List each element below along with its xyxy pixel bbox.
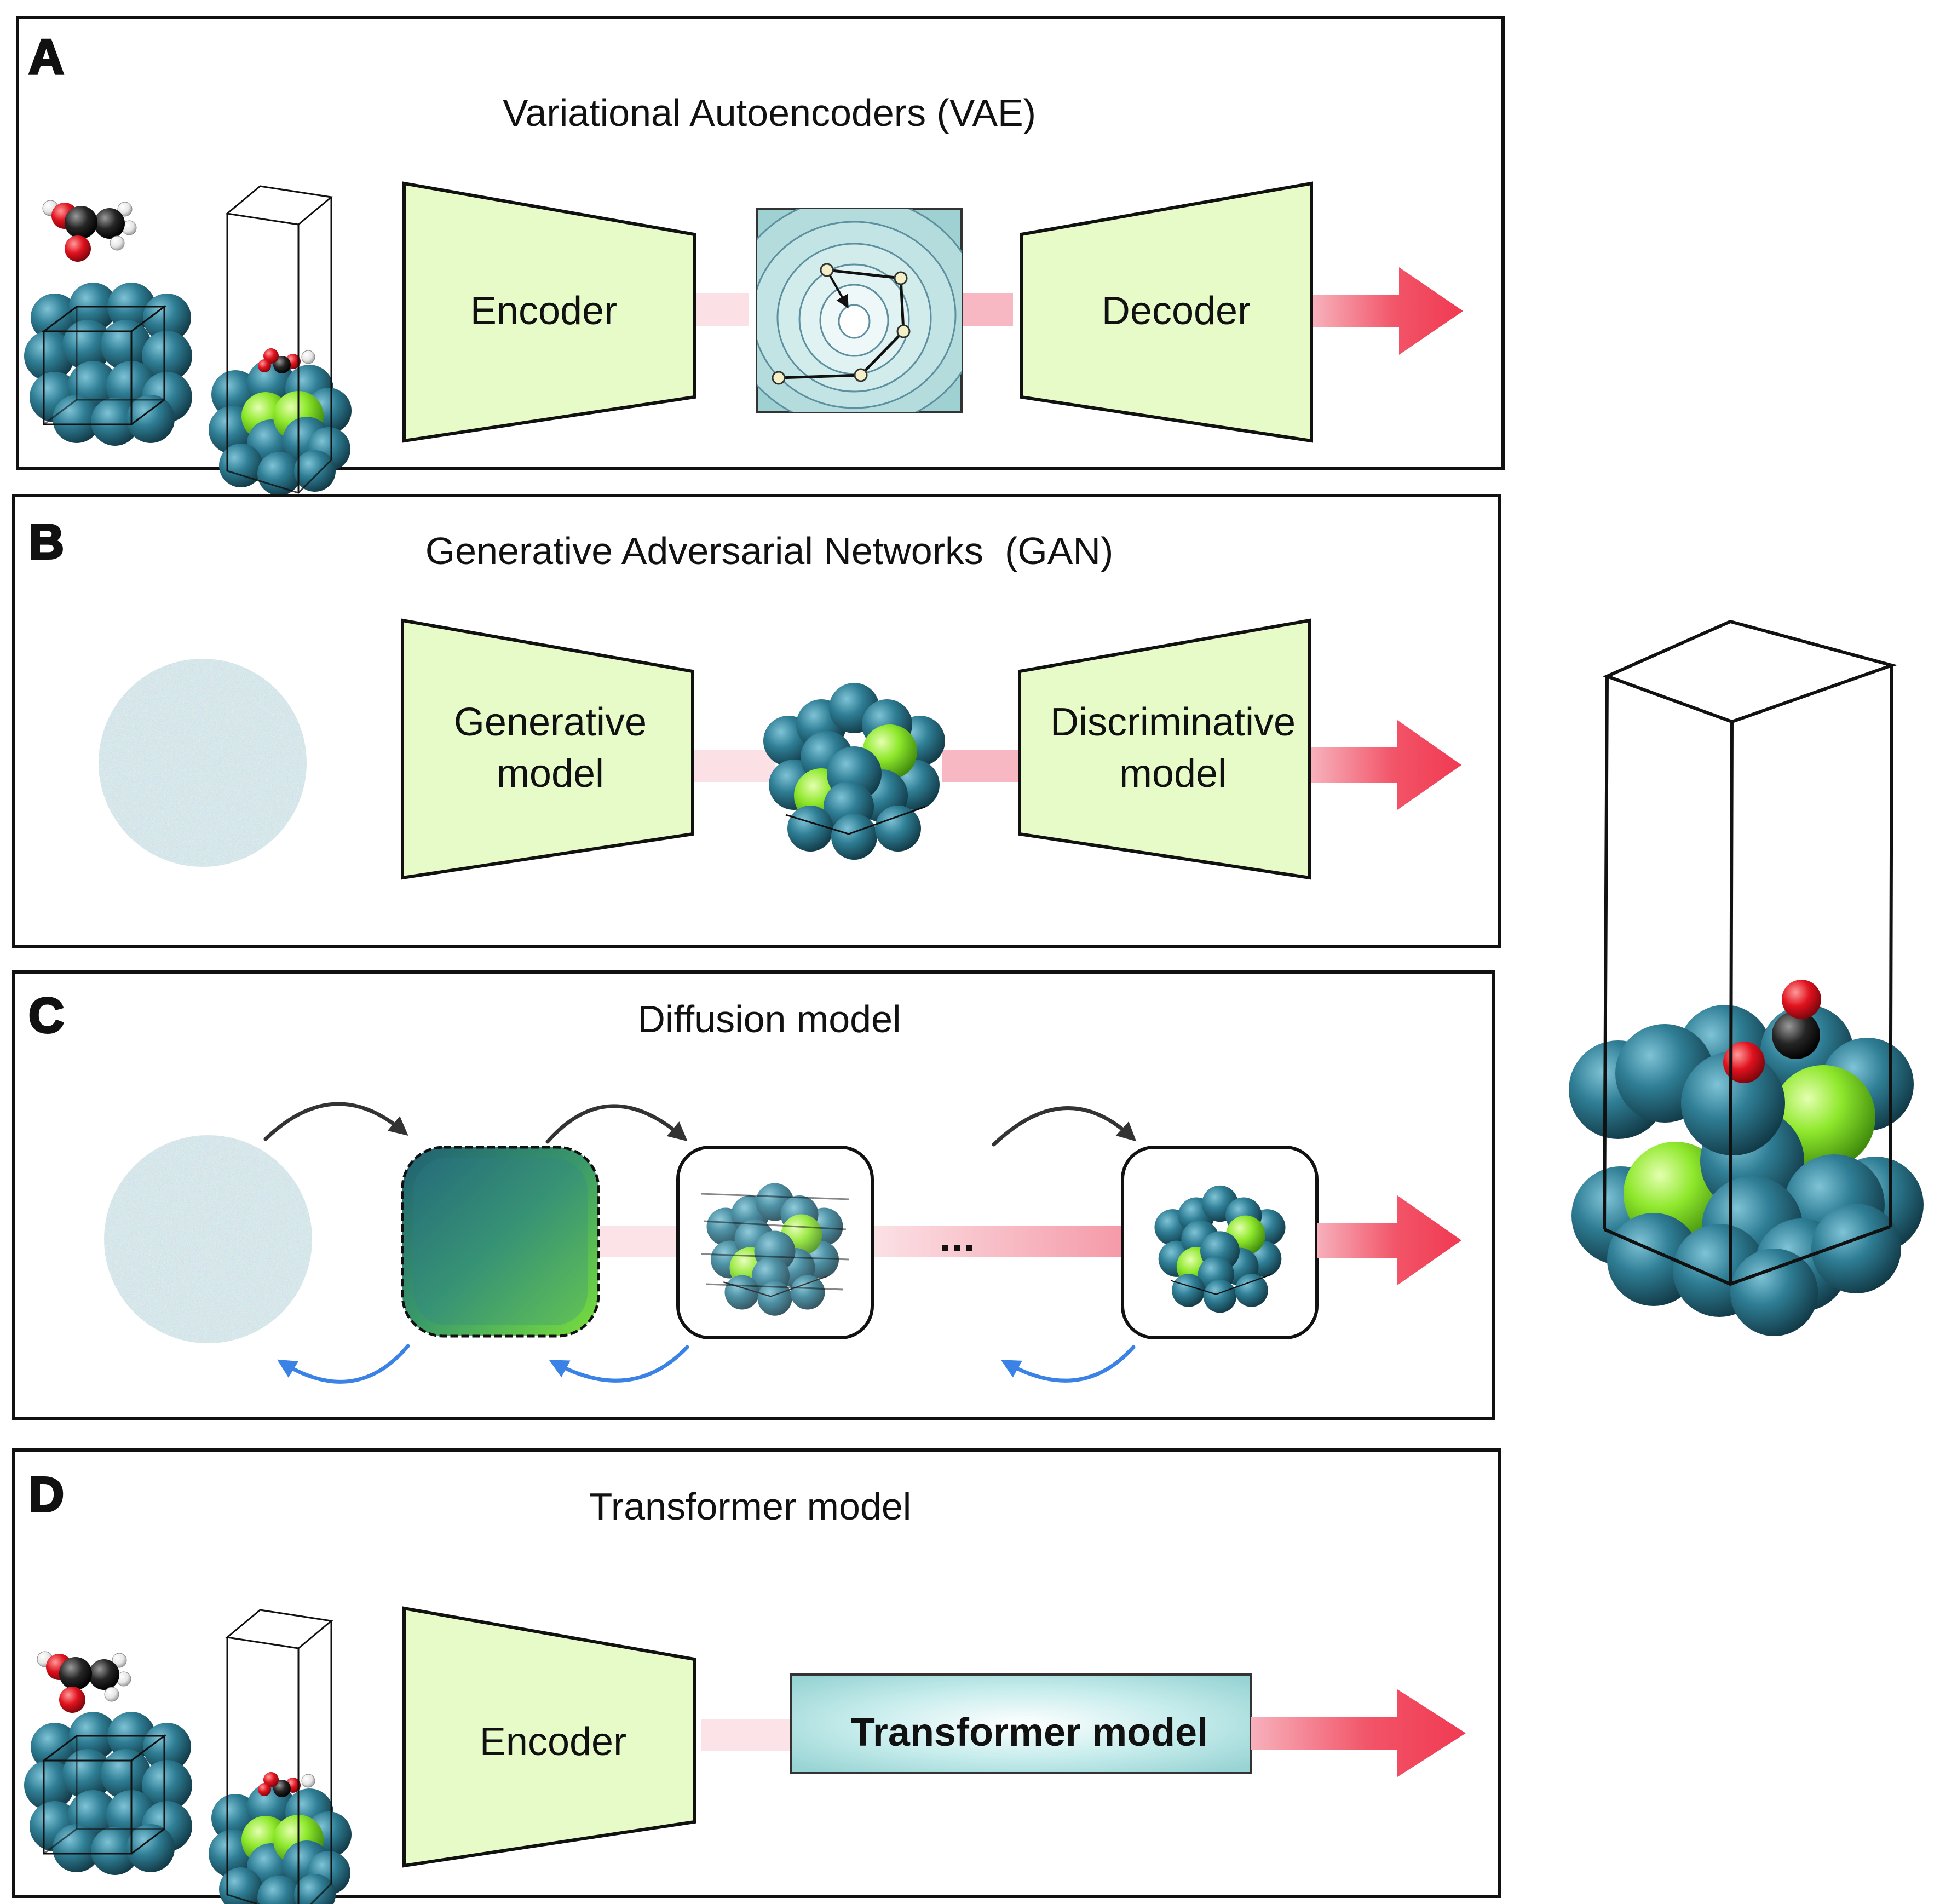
latent-map-icon <box>756 208 963 413</box>
panel-a-title: Variational Autoencoders (VAE) <box>503 91 1036 134</box>
panel-a-letter: A <box>28 30 64 85</box>
generative-label-line1: Generative <box>454 700 647 744</box>
noise-disk-icon <box>104 1135 312 1343</box>
reverse-arrow <box>549 1345 689 1383</box>
link-bar <box>871 1226 1122 1257</box>
noise-disk-icon <box>99 659 307 867</box>
forward-arrow <box>545 1104 688 1144</box>
generative-label-line2: model <box>497 752 604 796</box>
encoder-label: Encoder <box>480 1720 626 1764</box>
noisy-state-1 <box>401 1146 600 1338</box>
panel-b: B Generative Adversarial Networks (GAN) … <box>12 494 1501 948</box>
panel-b-title: Generative Adversarial Networks (GAN) <box>425 530 1114 572</box>
link-bar <box>701 1719 797 1751</box>
link-bar <box>961 293 1013 326</box>
panel-c-title: Diffusion model <box>637 998 901 1040</box>
panel-d-letter: D <box>28 1468 64 1522</box>
link-bar <box>693 750 775 782</box>
reverse-arrow <box>1000 1345 1136 1383</box>
ellipsis-label: ... <box>939 1212 976 1261</box>
panel-d: D Transformer model Encoder Transformer … <box>12 1448 1501 1904</box>
output-arrow <box>1313 267 1463 355</box>
panel-c: C Diffusion model ... <box>12 970 1495 1420</box>
output-arrow <box>1311 720 1461 810</box>
panel-d-title: Transformer model <box>589 1485 912 1528</box>
panel-c-letter: C <box>28 988 64 1043</box>
large-slab-cell-icon <box>1569 619 1924 1336</box>
output-arrow <box>1317 1195 1461 1285</box>
forward-arrow <box>263 1102 408 1141</box>
transformer-label: Transformer model <box>851 1711 1208 1755</box>
link-bar <box>942 750 1018 782</box>
noisy-state-2 <box>676 1146 874 1339</box>
output-arrow <box>1251 1689 1466 1777</box>
discriminative-label-line2: model <box>1119 752 1227 796</box>
reverse-arrow <box>277 1344 410 1384</box>
discriminative-label-line1: Discriminative <box>1050 700 1296 744</box>
encoder-label: Encoder <box>470 289 617 333</box>
final-state <box>1121 1146 1319 1339</box>
panel-b-letter: B <box>28 515 64 570</box>
decoder-label: Decoder <box>1102 289 1251 333</box>
forward-arrow <box>992 1106 1137 1147</box>
transformer-model-block: Transformer model <box>790 1673 1252 1774</box>
link-bar <box>600 1226 676 1257</box>
panel-a: A Variational Autoencoders (VAE) Encoder <box>16 16 1505 497</box>
link-bar <box>696 293 749 326</box>
